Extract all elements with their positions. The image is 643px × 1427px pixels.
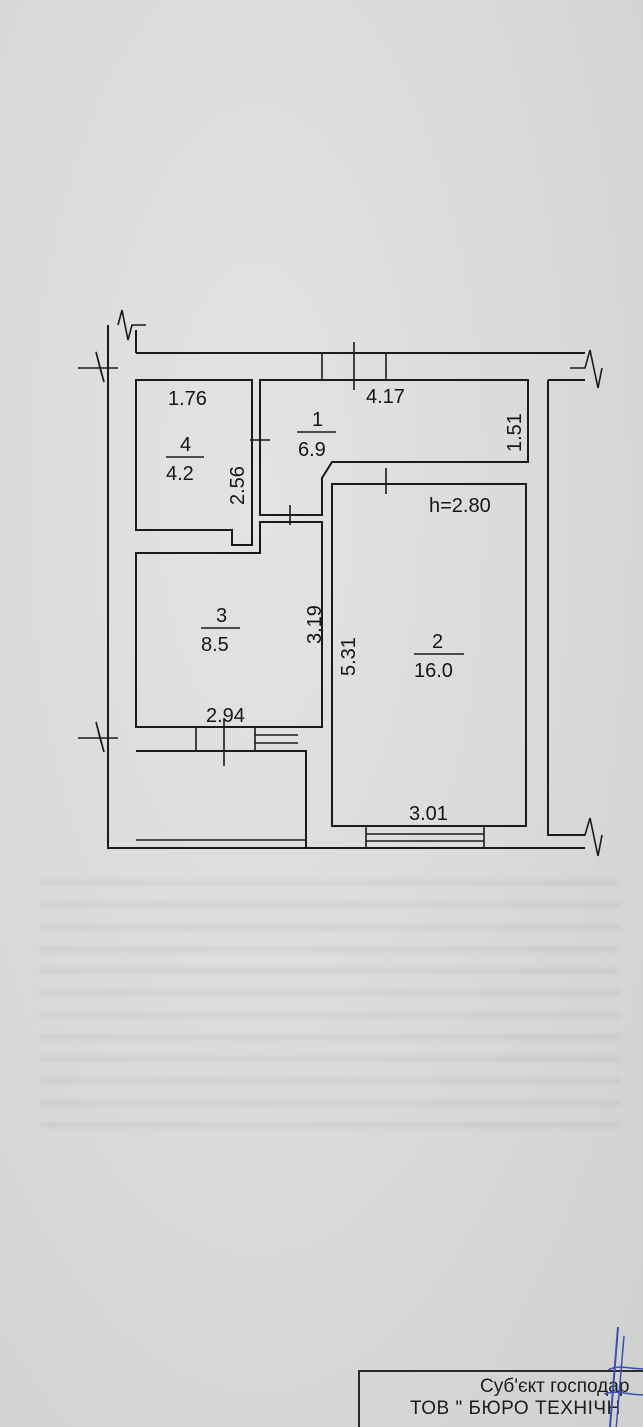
room-2-number: 2 bbox=[432, 631, 443, 653]
room-2-area: 16.0 bbox=[414, 660, 453, 682]
room-4-area: 4.2 bbox=[166, 463, 194, 485]
blue-seal-stamp bbox=[603, 1326, 643, 1427]
dim-room3-width: 2.94 bbox=[206, 705, 245, 727]
dim-room1-height: 1.51 bbox=[504, 413, 526, 452]
window-room-2 bbox=[365, 826, 485, 848]
room-3-walls bbox=[135, 521, 323, 728]
room-1-area: 6.9 bbox=[298, 439, 326, 461]
title-block-line2: ТОВ " БЮРО ТЕХНІЧН bbox=[410, 1398, 621, 1419]
dim-room1-width: 4.17 bbox=[366, 386, 405, 408]
room-2-walls bbox=[331, 468, 527, 827]
dim-room4-height: 2.56 bbox=[227, 466, 249, 505]
reverse-side-text-bleed bbox=[40, 880, 620, 1140]
dim-room4-width: 1.76 bbox=[168, 388, 207, 410]
exterior-walls bbox=[78, 309, 603, 857]
room-3-number: 3 bbox=[216, 605, 227, 627]
dim-room3-height: 3.19 bbox=[304, 605, 326, 644]
balcony-walls bbox=[136, 718, 307, 848]
dim-room2-width: 3.01 bbox=[409, 803, 448, 825]
room-4-walls bbox=[135, 379, 253, 546]
ceiling-height: h=2.80 bbox=[429, 495, 491, 517]
room-4-number: 4 bbox=[180, 434, 191, 456]
title-block-line1: Суб'єкт господар bbox=[480, 1376, 630, 1397]
room-3-area: 8.5 bbox=[201, 634, 229, 656]
room-1-number: 1 bbox=[312, 409, 323, 431]
dim-room2-height: 5.31 bbox=[338, 637, 360, 676]
title-block bbox=[358, 1370, 643, 1427]
